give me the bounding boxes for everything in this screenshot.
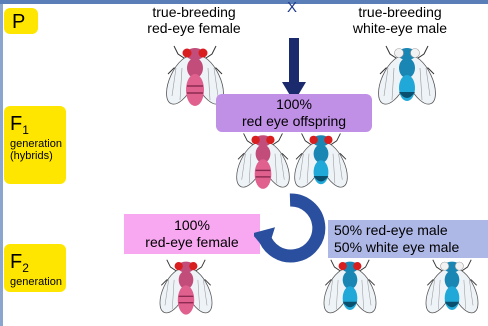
f2-female-line1: 100%	[124, 217, 260, 234]
generation-label-f2: F2 generation	[4, 244, 66, 292]
f1-line1: generation	[10, 138, 66, 150]
f1-female-fly-icon	[230, 126, 296, 200]
f2-line1: generation	[10, 276, 66, 288]
f2-subscript: 2	[22, 261, 29, 275]
f2-letter: F	[10, 251, 22, 273]
female-parent-line2: red-eye female	[124, 20, 264, 36]
f2-male-white-eye-fly-icon	[420, 252, 484, 326]
cross-symbol: X	[282, 0, 302, 16]
f1-subscript: 1	[22, 123, 29, 137]
female-parent-line1: true-breeding	[124, 4, 264, 20]
f1-male-fly-icon	[288, 126, 354, 200]
f1-line2: (hybrids)	[10, 150, 66, 162]
male-parent-caption: true-breeding white-eye male	[330, 4, 470, 36]
f1-letter: F	[10, 113, 22, 135]
generation-label-p: P	[4, 8, 38, 34]
f2-female-box: 100% red-eye female	[124, 214, 260, 254]
left-border	[0, 4, 3, 326]
fly-male-white-eye-icon	[372, 38, 442, 118]
f2-female-fly-icon	[154, 252, 218, 326]
f2-male-line1: 50% red-eye male	[334, 222, 488, 239]
generation-label-f1: F1 generation (hybrids)	[4, 106, 66, 184]
f2-male-red-eye-fly-icon	[318, 252, 382, 326]
circular-arrow-icon	[254, 192, 326, 264]
male-parent-line2: white-eye male	[330, 20, 470, 36]
f2-female-line2: red-eye female	[124, 234, 260, 251]
male-parent-line1: true-breeding	[330, 4, 470, 20]
f1-result-line1: 100%	[216, 96, 372, 113]
female-parent-caption: true-breeding red-eye female	[124, 4, 264, 36]
generation-p-text: P	[12, 11, 25, 33]
